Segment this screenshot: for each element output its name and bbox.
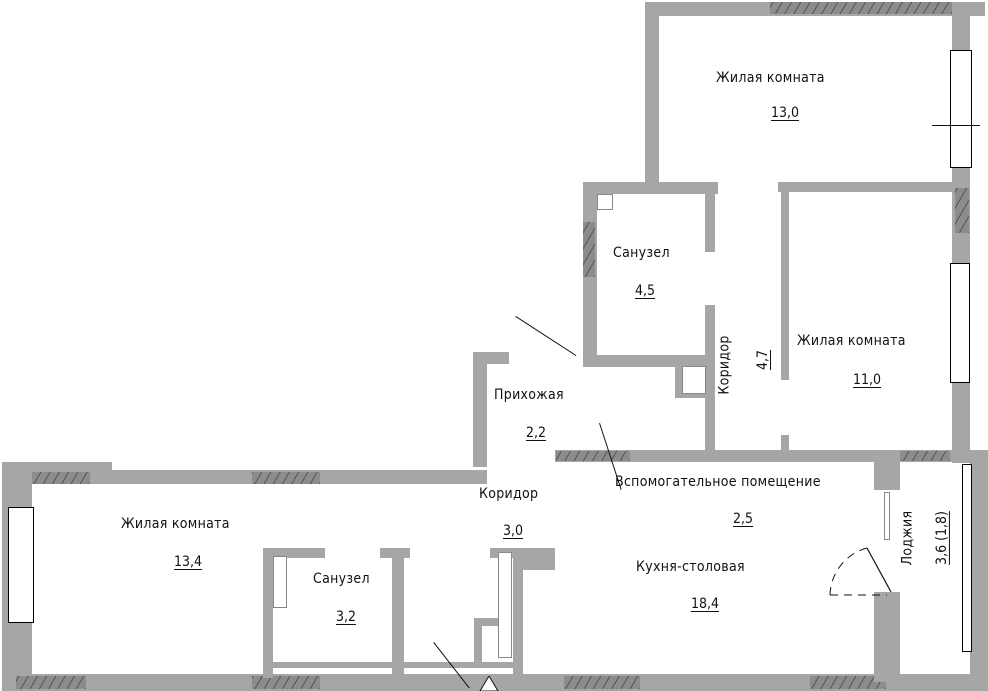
kitchen-cabinet xyxy=(498,552,512,658)
bathtub xyxy=(273,556,287,608)
wall xyxy=(474,618,498,626)
wall xyxy=(515,548,555,570)
wall-hatched xyxy=(810,676,886,689)
room-name: Жилая комната xyxy=(121,516,230,532)
door-swing xyxy=(829,547,892,596)
room-area: 13,0 xyxy=(771,105,800,121)
wall-hatched xyxy=(890,451,950,461)
wall xyxy=(2,470,487,484)
wall xyxy=(705,182,715,252)
wall-hatched xyxy=(16,676,86,689)
room-area: 4,5 xyxy=(635,283,656,299)
room-name: Коридор xyxy=(716,335,733,395)
window xyxy=(950,263,970,383)
room-area: 2,2 xyxy=(526,425,547,441)
room-name: Кухня-столовая xyxy=(636,559,745,575)
wall xyxy=(874,592,900,682)
wall xyxy=(263,548,325,558)
wall xyxy=(474,618,482,662)
entrance-arrow-icon xyxy=(479,676,499,691)
room-name: Жилая комната xyxy=(716,70,825,86)
door-leaf xyxy=(884,492,890,540)
room-area: 11,0 xyxy=(853,372,882,388)
wall xyxy=(874,450,900,490)
wall xyxy=(392,548,404,678)
room-name: Жилая комната xyxy=(797,333,906,349)
room-name: Санузел xyxy=(613,245,670,261)
wall-hatched xyxy=(583,222,595,277)
wall xyxy=(2,462,112,472)
wall xyxy=(555,450,970,462)
wall xyxy=(263,548,273,678)
wall-hatched xyxy=(955,188,969,233)
room-area: 3,0 xyxy=(503,523,524,539)
room-area: 3,2 xyxy=(336,609,357,625)
loggia-glazing xyxy=(962,464,972,652)
window-axis xyxy=(932,125,980,126)
wall xyxy=(645,2,659,186)
room-name: Коридор xyxy=(479,486,539,502)
room-name: Прихожая xyxy=(494,387,564,403)
room-area: 13,4 xyxy=(174,554,203,570)
wall xyxy=(952,2,970,50)
wall xyxy=(781,190,789,380)
wall xyxy=(583,182,718,194)
wall-hatched xyxy=(252,676,320,689)
wall xyxy=(778,182,970,192)
wall xyxy=(263,662,523,668)
wall xyxy=(2,674,988,691)
wall-hatched xyxy=(252,472,320,484)
leader-line xyxy=(515,316,577,357)
room-area: 3,6 (1,8) xyxy=(933,511,950,565)
wall xyxy=(473,352,487,467)
room-area: 4,7 xyxy=(755,349,772,371)
room-name: Санузел xyxy=(313,571,370,587)
wall-hatched xyxy=(770,2,970,14)
room-area: 18,4 xyxy=(691,596,720,612)
wall-hatched xyxy=(16,472,90,484)
window xyxy=(950,50,972,168)
room-name: Лоджия xyxy=(899,510,916,566)
wall xyxy=(473,352,509,364)
wall xyxy=(952,383,970,463)
window xyxy=(8,507,34,623)
vent-shaft xyxy=(597,194,613,210)
wall xyxy=(781,435,789,460)
wall-hatched xyxy=(564,676,640,689)
ventilation-block xyxy=(682,366,706,394)
room-name: Вспомогательное помещение xyxy=(615,474,821,490)
wall-hatched xyxy=(556,451,630,461)
wall xyxy=(513,548,523,678)
room-area: 2,5 xyxy=(733,511,754,527)
wall xyxy=(970,450,988,691)
